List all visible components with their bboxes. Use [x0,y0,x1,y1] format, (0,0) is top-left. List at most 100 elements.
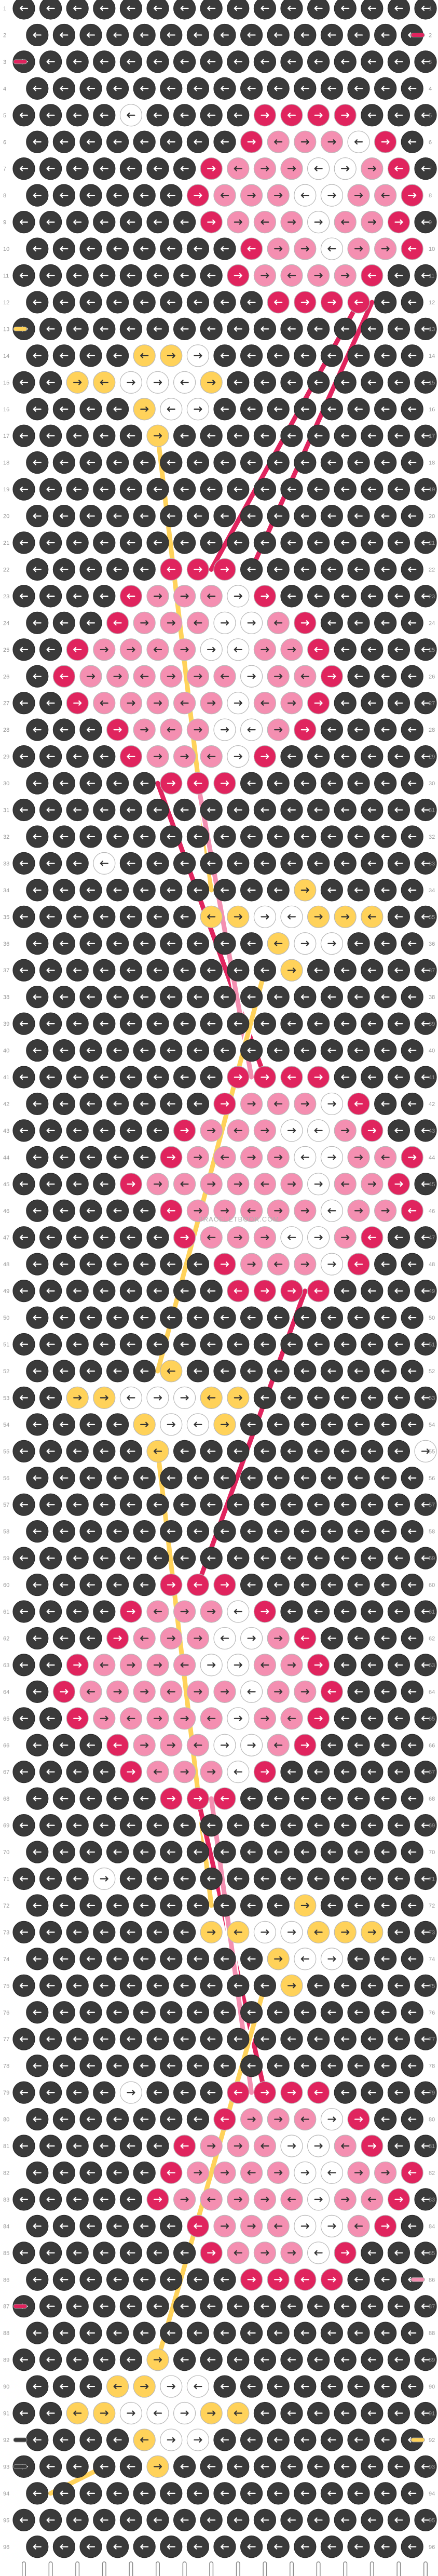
knot[interactable] [133,1680,156,1703]
knot[interactable] [160,2161,183,2184]
knot[interactable] [133,2161,156,2184]
knot[interactable] [334,1119,357,1142]
knot[interactable] [414,2295,437,2318]
knot[interactable] [200,1867,223,1890]
knot[interactable] [133,2482,156,2505]
knot[interactable] [26,1092,49,1116]
knot[interactable] [280,2455,303,2478]
knot[interactable] [119,1921,142,1943]
knot[interactable] [52,1734,76,1756]
knot[interactable] [401,2055,423,2077]
knot[interactable] [66,2242,89,2264]
knot[interactable] [213,986,236,1009]
knot[interactable] [387,371,410,394]
knot[interactable] [374,718,397,741]
knot[interactable] [253,745,276,768]
knot[interactable] [146,798,169,822]
knot[interactable] [414,692,437,715]
knot[interactable] [253,1761,276,1783]
knot[interactable] [334,104,357,127]
knot[interactable] [52,665,76,688]
knot[interactable] [401,2375,423,2398]
knot[interactable] [347,879,370,902]
knot[interactable] [93,2028,116,2050]
knot[interactable] [294,2535,317,2558]
knot[interactable] [39,1547,62,1569]
knot[interactable] [294,1199,317,1222]
knot[interactable] [146,424,169,447]
knot[interactable] [133,1787,156,1810]
knot[interactable] [52,77,76,100]
knot[interactable] [160,2055,183,2077]
knot[interactable] [280,424,303,447]
knot[interactable] [280,638,303,661]
knot[interactable] [160,1360,183,1383]
knot[interactable] [119,1974,142,1997]
knot[interactable] [160,1413,183,1436]
knot[interactable] [93,798,116,822]
knot[interactable] [240,2375,263,2398]
knot[interactable] [93,638,116,661]
knot[interactable] [186,2161,209,2184]
knot[interactable] [361,2455,384,2478]
knot[interactable] [133,2215,156,2237]
knot[interactable] [106,772,129,795]
knot[interactable] [253,2349,276,2371]
knot[interactable] [173,2295,196,2318]
knot[interactable] [334,317,357,341]
knot[interactable] [119,1654,142,1676]
knot[interactable] [26,184,49,207]
knot[interactable] [294,825,317,848]
knot[interactable] [361,157,384,180]
knot[interactable] [253,1547,276,1569]
knot[interactable] [200,50,223,73]
knot[interactable] [240,1092,263,1116]
knot[interactable] [334,1974,357,1997]
knot[interactable] [133,1092,156,1116]
knot[interactable] [240,1253,263,1276]
knot[interactable] [12,1814,35,1837]
knot[interactable] [146,1386,169,1409]
knot[interactable] [401,344,423,367]
knot[interactable] [334,2295,357,2318]
knot[interactable] [52,825,76,848]
knot[interactable] [294,1894,317,1917]
knot[interactable] [240,2001,263,2024]
knot[interactable] [387,531,410,554]
knot[interactable] [39,1600,62,1623]
knot[interactable] [26,1787,49,1810]
knot[interactable] [106,1199,129,1222]
knot[interactable] [200,1066,223,1089]
knot[interactable] [133,2268,156,2291]
knot[interactable] [320,2055,344,2077]
knot[interactable] [334,2188,357,2211]
knot[interactable] [39,50,62,73]
knot[interactable] [414,478,437,501]
knot[interactable] [119,959,142,982]
knot[interactable] [387,1654,410,1676]
knot[interactable] [361,692,384,715]
knot[interactable] [39,1226,62,1249]
knot[interactable] [294,1146,317,1169]
knot[interactable] [387,1814,410,1837]
knot[interactable] [119,2081,142,2104]
knot[interactable] [93,478,116,501]
knot[interactable] [374,2429,397,2451]
knot[interactable] [213,77,236,100]
knot[interactable] [52,1680,76,1703]
knot[interactable] [66,1761,89,1783]
knot[interactable] [387,50,410,73]
knot[interactable] [401,1360,423,1383]
knot[interactable] [119,905,142,928]
knot[interactable] [227,371,250,394]
knot[interactable] [320,237,344,260]
knot[interactable] [347,291,370,314]
knot[interactable] [374,1467,397,1490]
knot[interactable] [227,2401,250,2425]
knot[interactable] [26,825,49,848]
knot[interactable] [52,291,76,314]
knot[interactable] [267,986,290,1009]
knot[interactable] [213,1306,236,1329]
knot[interactable] [173,1867,196,1890]
knot[interactable] [52,986,76,1009]
